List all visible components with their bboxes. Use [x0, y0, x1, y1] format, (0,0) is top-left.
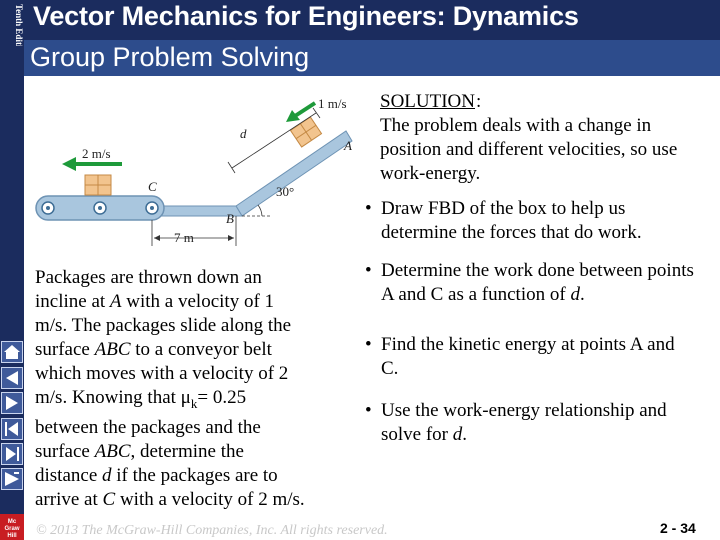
velocity-left-label: 2 m/s: [82, 146, 111, 161]
bullet-dot: •: [365, 400, 372, 421]
problem-text-2: with a velocity of 1 m/s. The packages s…: [35, 291, 292, 360]
edition-label: Tenth Edition: [1, 2, 23, 46]
bullet-text: Use the work-energy relationship and sol…: [381, 399, 695, 447]
bullet-text: Determine the work done between points A…: [381, 259, 695, 307]
problem-text-7: with a velocity of 2 m/s.: [115, 488, 305, 510]
bullet-text-end: .: [462, 424, 468, 445]
surface-ABC-2: ABC: [94, 440, 131, 462]
surface-ABC: ABC: [94, 339, 131, 360]
distance-label: 7 m: [174, 230, 194, 245]
problem-text-3: to a conveyor belt which moves with a ve…: [35, 339, 289, 408]
bullet-dot: •: [365, 260, 372, 281]
subscript-k: k: [190, 395, 198, 411]
next-button[interactable]: [1, 392, 23, 414]
problem-text-5: , determine the distance: [35, 440, 244, 486]
solution-intro: The problem deals with a change in posit…: [380, 115, 678, 184]
page-subtitle: Group Problem Solving: [30, 42, 310, 72]
bullet-text-part: Use the work-energy relationship and sol…: [381, 400, 667, 445]
solution-heading: SOLUTION: [380, 91, 475, 112]
exit-button[interactable]: [1, 468, 23, 490]
bullet-text-end: .: [579, 284, 585, 305]
point-A: A: [109, 291, 122, 312]
home-icon: [4, 345, 20, 359]
conveyor-incline-diagram: [35, 101, 353, 246]
problem-text-6: if the packages are to arrive at: [35, 464, 278, 510]
edition-text: Tenth Edition: [14, 4, 23, 46]
page-title: Vector Mechanics for Engineers: Dynamics: [33, 1, 579, 31]
arrow-left-icon: [6, 371, 18, 385]
bullet-text-part: Determine the work done between points A…: [381, 260, 694, 305]
bullet-kinetic: • Find the kinetic energy at points A an…: [365, 333, 695, 381]
bullet-dot: •: [365, 198, 372, 219]
subtitle-bar: Group Problem Solving: [24, 40, 720, 76]
page-number: 2 - 34: [660, 520, 696, 536]
problem-figure: 1 m/s 2 m/s d A C B 30° 7 m: [30, 86, 370, 256]
previous-button[interactable]: [1, 367, 23, 389]
publisher-logo: Mc Graw Hill: [0, 514, 24, 540]
bullet-work: • Determine the work done between points…: [365, 259, 695, 307]
solution-colon: :: [476, 91, 482, 112]
exit-icon: [5, 472, 19, 486]
last-slide-button[interactable]: [1, 443, 23, 465]
bullet-variable-d: d: [570, 284, 580, 305]
problem-text-1: Packages are thrown down an incline at: [35, 267, 262, 312]
bullet-fbd: • Draw FBD of the box to help us determi…: [365, 197, 695, 245]
problem-statement: Packages are thrown down an incline at A…: [35, 266, 307, 512]
skip-back-icon: [5, 422, 18, 436]
label-A: A: [344, 138, 352, 153]
bullet-variable-d: d: [452, 424, 463, 445]
velocity-top-label: 1 m/s: [318, 96, 347, 111]
skip-forward-icon: [6, 447, 19, 461]
bullet-text: Draw FBD of the box to help us determine…: [381, 198, 642, 243]
problem-text-4: = 0.25 between the packages and the surf…: [35, 387, 261, 462]
publisher-text: Mc Graw Hill: [4, 519, 20, 539]
header: Vector Mechanics for Engineers: Dynamics…: [24, 0, 720, 76]
angle-label: 30°: [276, 184, 295, 199]
home-button[interactable]: [1, 341, 23, 363]
bullet-work-energy: • Use the work-energy relationship and s…: [365, 399, 695, 447]
arrow-right-icon: [6, 396, 18, 410]
sidebar: Tenth Edition Mc Graw Hill: [0, 0, 24, 540]
copyright-notice: © 2013 The McGraw-Hill Companies, Inc. A…: [36, 523, 388, 538]
distance-d: d: [102, 464, 112, 486]
bullet-text: Find the kinetic energy at points A and …: [381, 334, 675, 379]
point-C: C: [102, 488, 116, 510]
bullet-dot: •: [365, 334, 372, 355]
first-slide-button[interactable]: [1, 418, 23, 440]
label-d: d: [240, 126, 247, 141]
label-C: C: [148, 179, 157, 194]
label-B: B: [226, 211, 234, 226]
